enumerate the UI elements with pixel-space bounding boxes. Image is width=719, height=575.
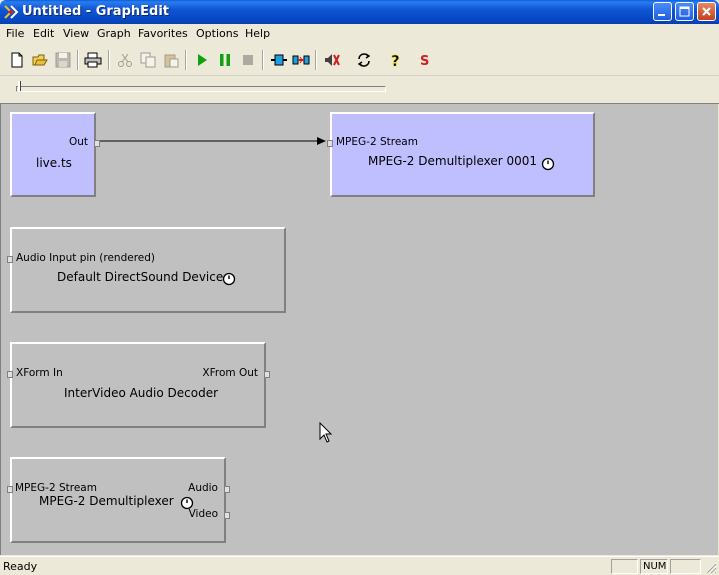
output-pin-video[interactable] bbox=[224, 512, 230, 519]
menu-view[interactable]: View bbox=[63, 27, 90, 40]
pause-button[interactable] bbox=[215, 50, 235, 70]
play-button[interactable] bbox=[192, 50, 212, 70]
window-title: Untitled - GraphEdit bbox=[22, 4, 169, 19]
close-icon bbox=[702, 7, 711, 16]
menu-graph[interactable]: Graph bbox=[97, 27, 131, 40]
clock-icon bbox=[541, 157, 555, 171]
paste-button[interactable] bbox=[161, 50, 181, 70]
menu-favorites[interactable]: Favorites bbox=[138, 27, 188, 40]
status-bar: Ready NUM bbox=[0, 556, 719, 575]
filter-mpeg2-demux-0001[interactable]: MPEG-2 Stream MPEG-2 Demultiplexer 0001 bbox=[327, 112, 595, 197]
filter-intervideo-audio-decoder[interactable]: XForm In XFrom Out InterVideo Audio Deco… bbox=[7, 342, 270, 428]
cut-button[interactable] bbox=[115, 50, 135, 70]
pin-label-xform-in: XForm In bbox=[16, 367, 63, 379]
stream-label: S bbox=[420, 54, 429, 68]
maximize-button[interactable] bbox=[675, 2, 694, 21]
input-pin[interactable] bbox=[327, 140, 333, 147]
menu-file[interactable]: File bbox=[6, 27, 25, 40]
toolbar-separator bbox=[262, 50, 264, 70]
filter-name: live.ts bbox=[36, 156, 72, 170]
seek-button[interactable] bbox=[291, 50, 311, 70]
output-pin[interactable] bbox=[264, 371, 270, 378]
input-pin[interactable] bbox=[7, 371, 13, 378]
new-icon bbox=[11, 52, 23, 68]
filter-directsound-device[interactable]: Audio Input pin (rendered) Default Direc… bbox=[7, 227, 286, 313]
status-pane-num: NUM bbox=[640, 559, 668, 574]
status-text: Ready bbox=[3, 560, 38, 573]
pin-label-mpeg2-stream: MPEG-2 Stream bbox=[15, 482, 97, 494]
menu-help[interactable]: Help bbox=[245, 27, 271, 40]
filter-live-ts[interactable]: Out live.ts bbox=[10, 112, 100, 197]
status-pane-caps bbox=[611, 559, 638, 574]
menu-bar: File Edit View Graph Favorites Options H… bbox=[0, 24, 719, 44]
pin-label-audio-input: Audio Input pin (rendered) bbox=[16, 252, 156, 264]
filter-name: MPEG-2 Demultiplexer bbox=[39, 494, 174, 508]
save-icon bbox=[55, 52, 71, 68]
pin-connection[interactable] bbox=[1, 104, 718, 555]
mouse-pointer-icon bbox=[319, 422, 333, 443]
seek-track[interactable] bbox=[16, 86, 386, 92]
refresh-button[interactable] bbox=[354, 50, 374, 70]
pin-label-mpeg2-stream: MPEG-2 Stream bbox=[336, 136, 418, 148]
toolbar-separator bbox=[185, 50, 187, 70]
toolbar: ? S bbox=[0, 44, 719, 76]
pause-icon bbox=[220, 54, 230, 66]
resize-grip-icon[interactable] bbox=[703, 560, 717, 574]
stream-select-button[interactable]: S bbox=[415, 50, 435, 70]
copy-icon bbox=[140, 52, 156, 68]
minimize-icon bbox=[658, 14, 665, 16]
menu-edit[interactable]: Edit bbox=[33, 27, 55, 40]
filter-name: InterVideo Audio Decoder bbox=[64, 386, 219, 400]
print-icon bbox=[84, 52, 102, 68]
seek-thumb[interactable] bbox=[18, 81, 21, 91]
toolbar-separator bbox=[108, 50, 110, 70]
status-pane-scroll bbox=[670, 559, 701, 574]
save-button[interactable] bbox=[53, 50, 73, 70]
frame-step-button[interactable] bbox=[269, 50, 289, 70]
seek-icon bbox=[292, 55, 310, 65]
filter-mpeg2-demux[interactable]: MPEG-2 Stream MPEG-2 Demultiplexer Audio… bbox=[7, 457, 230, 543]
print-button[interactable] bbox=[83, 50, 103, 70]
pin-label-out: Out bbox=[68, 136, 88, 148]
seek-bar bbox=[0, 76, 719, 104]
title-bar[interactable]: Untitled - GraphEdit bbox=[0, 0, 719, 24]
refresh-icon bbox=[357, 53, 371, 67]
input-pin[interactable] bbox=[7, 486, 13, 493]
pin-label-xfrom-out: XFrom Out bbox=[202, 367, 258, 379]
help-label: ? bbox=[391, 52, 400, 68]
input-pin[interactable] bbox=[7, 256, 13, 263]
stream-icon: S bbox=[420, 54, 429, 68]
cut-icon bbox=[118, 53, 132, 67]
close-button[interactable] bbox=[697, 2, 716, 21]
copy-button[interactable] bbox=[138, 50, 158, 70]
mute-button[interactable] bbox=[322, 50, 342, 70]
stop-button[interactable] bbox=[238, 50, 258, 70]
minimize-button[interactable] bbox=[653, 2, 672, 21]
new-button[interactable] bbox=[7, 50, 27, 70]
mute-icon bbox=[325, 54, 340, 66]
graphedit-app-icon[interactable] bbox=[3, 4, 19, 20]
output-pin-audio[interactable] bbox=[224, 486, 230, 493]
toolbar-separator bbox=[77, 50, 79, 70]
frame-step-icon bbox=[271, 54, 287, 66]
graph-canvas[interactable]: Out live.ts MPEG-2 Stream MPEG-2 Demulti… bbox=[0, 104, 718, 555]
help-button[interactable]: ? bbox=[385, 50, 405, 70]
paste-icon bbox=[164, 54, 179, 68]
open-button[interactable] bbox=[30, 50, 50, 70]
menu-options[interactable]: Options bbox=[196, 27, 239, 40]
toolbar-separator bbox=[315, 50, 317, 70]
filter-name: Default DirectSound Device bbox=[57, 270, 224, 284]
help-icon: ? bbox=[391, 52, 400, 68]
play-icon bbox=[198, 54, 207, 66]
pin-label-audio: Audio bbox=[188, 482, 218, 494]
stop-icon bbox=[243, 55, 253, 65]
open-icon bbox=[32, 54, 48, 66]
pin-label-video: Video bbox=[188, 508, 218, 520]
filter-name: MPEG-2 Demultiplexer 0001 bbox=[368, 154, 538, 168]
maximize-icon bbox=[679, 6, 690, 17]
clock-icon bbox=[222, 272, 236, 286]
output-pin[interactable] bbox=[94, 140, 100, 147]
clock-icon bbox=[180, 496, 194, 510]
